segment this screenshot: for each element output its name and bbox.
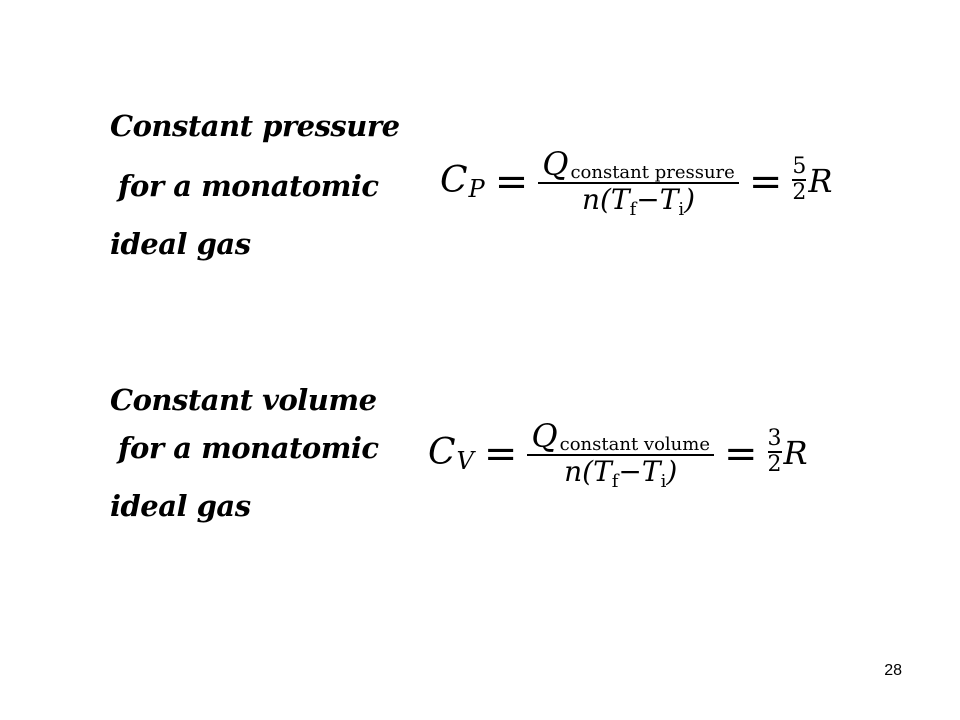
label-line: Constant volume (110, 383, 377, 417)
page-number: 28 (884, 662, 902, 679)
denominator-minus: −T (636, 183, 679, 216)
fraction-bar (538, 182, 739, 184)
denominator-prefix: n(T (564, 455, 612, 488)
denominator-minus: −T (618, 455, 661, 488)
cp-symbol: C (440, 160, 468, 201)
coef-denominator: 2 (792, 180, 807, 205)
label-line: ideal gas (110, 227, 251, 261)
denominator-prefix: n(T (581, 183, 630, 216)
denominator-suffix: ) (666, 455, 678, 488)
denominator-sub-f: f (611, 471, 619, 492)
coefficient-fraction: 3 2 (767, 426, 782, 477)
equals-sign: = (748, 159, 783, 205)
gas-constant-symbol: R (783, 434, 808, 472)
heat-symbol: Q (542, 145, 569, 183)
coef-numerator: 3 (767, 426, 782, 451)
heat-symbol: Q (531, 417, 558, 455)
coef-numerator: 5 (792, 154, 807, 179)
label-line: Constant pressure (110, 109, 400, 143)
denominator-sub-f: f (629, 199, 637, 220)
heat-subscript: constant volume (559, 434, 710, 455)
equals-sign: = (483, 431, 518, 477)
coef-denominator: 2 (767, 452, 782, 477)
fraction-numerator: Q constant volume (527, 417, 714, 455)
coef-bar (792, 179, 807, 181)
cv-subscript: V (456, 447, 474, 475)
equals-sign: = (494, 159, 529, 205)
gas-constant-symbol: R (808, 162, 833, 200)
heat-subscript: constant pressure (570, 162, 735, 183)
fraction-numerator: Q constant pressure (538, 145, 739, 183)
cp-subscript: P (468, 175, 485, 203)
cv-symbol: C (428, 432, 456, 473)
label-line: for a monatomic (118, 169, 379, 203)
denominator-sub-i: i (660, 471, 667, 492)
denominator-suffix: ) (684, 183, 696, 216)
fraction-bar (527, 454, 714, 456)
coefficient-fraction: 5 2 (792, 154, 807, 205)
label-line: ideal gas (110, 489, 251, 523)
equals-sign: = (723, 431, 758, 477)
coef-bar (767, 451, 782, 453)
denominator-sub-i: i (678, 199, 685, 220)
label-line: for a monatomic (118, 431, 379, 465)
